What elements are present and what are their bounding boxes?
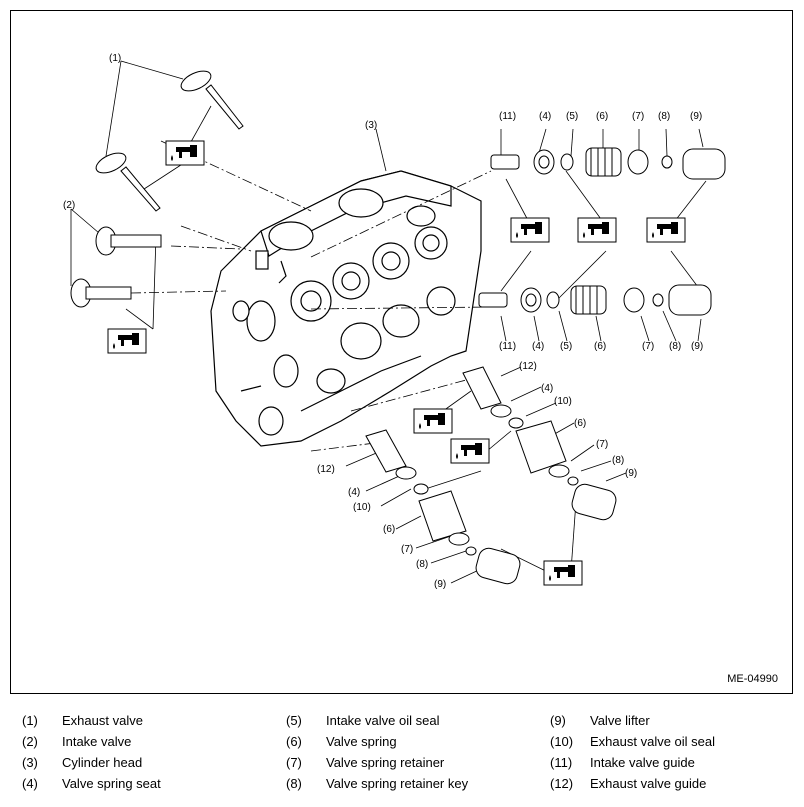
callout-6: (6) bbox=[574, 418, 586, 429]
oil-can-icon bbox=[413, 408, 453, 434]
legend-number: (9) bbox=[550, 713, 566, 728]
callout-10: (10) bbox=[554, 396, 572, 407]
callout-8: (8) bbox=[658, 111, 670, 122]
oil-can-icon bbox=[107, 328, 147, 354]
callout-9: (9) bbox=[690, 111, 702, 122]
figure-code: ME-04990 bbox=[727, 673, 778, 685]
callout-9: (9) bbox=[625, 468, 637, 479]
legend-number: (11) bbox=[550, 755, 573, 770]
legend-number: (4) bbox=[22, 776, 38, 791]
callout-10: (10) bbox=[353, 502, 371, 513]
oil-can-icon bbox=[646, 217, 686, 243]
legend-number: (5) bbox=[286, 713, 302, 728]
exhaust-parts-left bbox=[365, 429, 521, 585]
legend-label: Intake valve guide bbox=[590, 755, 695, 770]
callout-8: (8) bbox=[416, 559, 428, 570]
parts-legend: (1) Exhaust valve (2) Intake valve (3) Cyli… bbox=[0, 708, 804, 807]
legend-label: Intake valve bbox=[62, 734, 132, 749]
legend-label: Exhaust valve bbox=[62, 713, 143, 728]
legend-label: Valve spring retainer key bbox=[326, 776, 469, 791]
callout-7: (7) bbox=[642, 341, 654, 352]
callout-8: (8) bbox=[669, 341, 681, 352]
legend-number: (3) bbox=[22, 755, 38, 770]
legend-number: (8) bbox=[286, 776, 302, 791]
callout-6: (6) bbox=[383, 524, 395, 535]
legend-number: (1) bbox=[22, 713, 38, 728]
callout-12: (12) bbox=[519, 361, 537, 372]
callout-2: (2) bbox=[63, 200, 75, 211]
callout-1: (1) bbox=[109, 53, 121, 64]
callout-6: (6) bbox=[594, 341, 606, 352]
cylinder-head bbox=[210, 170, 482, 447]
callout-5: (5) bbox=[566, 111, 578, 122]
callout-4: (4) bbox=[532, 341, 544, 352]
legend-label: Valve lifter bbox=[590, 713, 650, 728]
exhaust-valve bbox=[95, 70, 244, 212]
oil-can-icon bbox=[165, 140, 205, 166]
callout-9: (9) bbox=[434, 579, 446, 590]
callout-4: (4) bbox=[541, 383, 553, 394]
legend-number: (7) bbox=[286, 755, 302, 770]
valve-assembly-diagram: (1) (2) (3) (11) (4) (5) (6) (7) (8) (9)… bbox=[63, 53, 726, 590]
callout-8: (8) bbox=[612, 455, 624, 466]
callout-7: (7) bbox=[632, 111, 644, 122]
legend-label: Cylinder head bbox=[62, 755, 143, 770]
callout-7: (7) bbox=[401, 544, 413, 555]
callout-7: (7) bbox=[596, 439, 608, 450]
legend-number: (6) bbox=[286, 734, 302, 749]
callout-12: (12) bbox=[317, 464, 335, 475]
callout-11: (11) bbox=[499, 341, 516, 352]
callout-11: (11) bbox=[499, 111, 516, 122]
exhaust-parts-right bbox=[462, 366, 617, 521]
legend-number: (10) bbox=[550, 734, 574, 749]
oil-can-icon bbox=[510, 217, 550, 243]
callout-4: (4) bbox=[348, 487, 360, 498]
callout-3: (3) bbox=[365, 120, 377, 131]
legend-number: (2) bbox=[22, 734, 38, 749]
legend-label: Exhaust valve oil seal bbox=[590, 734, 716, 749]
diagram-frame: (1) (2) (3) (11) (4) (5) (6) (7) (8) (9)… bbox=[10, 10, 793, 694]
intake-parts-upper bbox=[490, 147, 726, 180]
callout-6: (6) bbox=[596, 111, 608, 122]
intake-parts-lower bbox=[478, 284, 712, 316]
oil-can-icon bbox=[450, 438, 490, 464]
oil-can-icon bbox=[577, 217, 617, 243]
legend-label: Exhaust valve guide bbox=[590, 776, 707, 791]
callout-5: (5) bbox=[560, 341, 572, 352]
legend-label: Valve spring seat bbox=[62, 776, 161, 791]
legend-label: Intake valve oil seal bbox=[326, 713, 440, 728]
callout-9: (9) bbox=[691, 341, 703, 352]
legend-number: (12) bbox=[550, 776, 574, 791]
legend-label: Valve spring retainer bbox=[326, 755, 445, 770]
legend-label: Valve spring bbox=[326, 734, 397, 749]
intake-valve bbox=[70, 226, 162, 308]
callout-4: (4) bbox=[539, 111, 551, 122]
oil-can-icon bbox=[543, 560, 583, 586]
